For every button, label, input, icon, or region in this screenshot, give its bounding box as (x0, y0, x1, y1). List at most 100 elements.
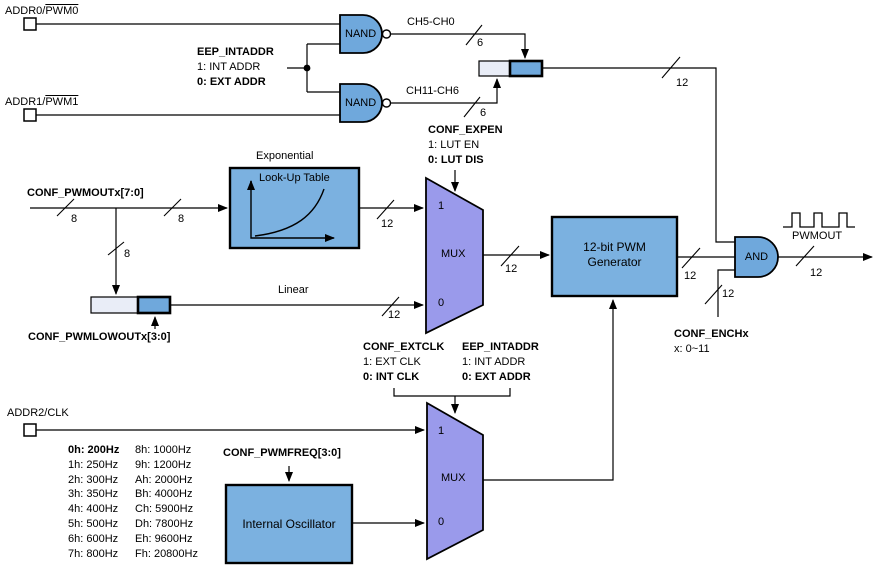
nand-bottom-label: NAND (345, 97, 377, 109)
mux1 (425, 176, 484, 335)
freq-cell: 8h: 1000Hz (135, 444, 192, 456)
freq-row: 4h: 400Hz Ch: 5900Hz (68, 502, 215, 517)
signal-opt1: 1: LUT EN (428, 139, 480, 151)
freq-row: 1h: 250Hz 9h: 1200Hz (68, 458, 215, 473)
freq-cell: 1h: 250Hz (68, 458, 119, 471)
mux2-input1-label: 1 (438, 425, 445, 437)
signal-name: CONF_EXPEN (428, 124, 503, 136)
eep-intaddr-bottom-label: EEP_INTADDR 1: INT ADDR 0: EXT ADDR (462, 340, 539, 385)
bus-slashes (56, 24, 815, 317)
freq-cell: 6h: 600Hz (68, 532, 119, 545)
mux1-input0-label: 0 (438, 297, 445, 309)
freq-cell: Ch: 5900Hz (135, 503, 194, 516)
internal-oscillator-title: Internal Oscillator (242, 517, 336, 531)
and-gate (734, 236, 779, 278)
bus-width-label: 12 (381, 218, 393, 230)
addr-register-light-cell (478, 60, 511, 77)
freq-cell: Dh: 7800Hz (135, 517, 194, 530)
freq-cell: 2h: 300Hz (68, 473, 119, 486)
signal-opt1: 1: EXT CLK (363, 356, 421, 368)
addr2-pin (23, 423, 37, 437)
conf-pwmlowoutx-label: CONF_PWMLOWOUTx[3:0] (28, 331, 171, 343)
internal-oscillator-block (224, 483, 354, 565)
addr1-name: ADDR1/ (5, 96, 46, 108)
conf-enchx-label: CONF_ENCHx x: 0~11 (674, 327, 749, 357)
freq-cell: Fh: 20800Hz (135, 547, 198, 560)
bus-width-label: 8 (71, 213, 77, 225)
nand-gate-bottom (339, 83, 383, 123)
signal-opt1: 1: INT ADDR (462, 356, 526, 368)
bus-width-label: 12 (810, 267, 822, 279)
signal-opt1: 1: INT ADDR (197, 61, 261, 73)
signal-opt0: 0: EXT ADDR (197, 76, 266, 88)
wire-mux2-out (483, 299, 617, 481)
select-bracket (393, 388, 511, 397)
ch5-ch0-label: CH5-CH0 (407, 16, 455, 28)
junction-dot (303, 64, 311, 72)
freq-cell: Ah: 2000Hz (135, 473, 193, 486)
pwm-waveform-icon (783, 212, 855, 228)
signal-name: CONF_ENCHx (674, 328, 749, 340)
conf-extclk-label: CONF_EXTCLK 1: EXT CLK 0: INT CLK (363, 340, 444, 385)
mux2 (426, 401, 484, 561)
addr-register-dark-cell (508, 59, 544, 78)
linear-register-light-cell (90, 296, 139, 314)
bus-width-label: 12 (388, 309, 400, 321)
mux1-title: MUX (441, 248, 466, 260)
linear-register-dark-cell (136, 295, 172, 315)
mux2-title: MUX (441, 472, 466, 484)
wire-ch11-ch6 (391, 78, 501, 104)
pwm-generator-line2: Generator (587, 255, 642, 269)
pwm-generator-title: 12-bit PWM Generator (552, 240, 677, 270)
and-gate-label: AND (744, 251, 769, 263)
lut-title: Look-Up Table (259, 172, 330, 184)
nand-top-label: NAND (345, 28, 377, 40)
bus-width-label: 6 (477, 37, 483, 49)
addr0-overlined: PWM0 (45, 5, 79, 17)
freq-cell: 4h: 400Hz (68, 503, 119, 516)
addr1-pin (23, 108, 37, 122)
conf-pwmoutx-label: CONF_PWMOUTx[7:0] (27, 187, 144, 199)
wires (30, 23, 873, 527)
pwm-generator-line1: 12-bit PWM (583, 240, 646, 254)
freq-row: 5h: 500Hz Dh: 7800Hz (68, 517, 215, 532)
signal-name: CONF_EXTCLK (363, 341, 445, 353)
freq-cell: 5h: 500Hz (68, 517, 119, 530)
wire-ch5-ch0 (391, 33, 529, 59)
signal-opt0: 0: EXT ADDR (462, 371, 531, 383)
mux2-input0-label: 0 (438, 516, 445, 528)
pwmout-label: PWMOUT (792, 230, 843, 242)
addr0-name: ADDR0/ (5, 5, 46, 17)
wire-eep-select (287, 43, 340, 93)
wire-ench (717, 269, 735, 317)
signal-opt0: 0: LUT DIS (428, 154, 484, 166)
bus-width-label: 12 (676, 77, 688, 89)
bus-width-label: 6 (480, 107, 486, 119)
lut-curve-icon (247, 180, 335, 242)
nand-bottom-bubble-icon (381, 98, 392, 108)
addr0-pin (23, 17, 37, 31)
nand-gate-top (339, 14, 383, 54)
freq-cell: 7h: 800Hz (68, 547, 119, 560)
bus-width-label: 8 (124, 248, 130, 260)
bus-width-label: 8 (178, 213, 184, 225)
pwm-generator-block (550, 215, 679, 298)
signal-sub: x: 0~11 (674, 343, 710, 355)
bus-width-label: 12 (722, 288, 734, 300)
signal-name: EEP_INTADDR (197, 46, 274, 58)
freq-cell: 9h: 1200Hz (135, 458, 192, 471)
bus-width-label: 12 (505, 263, 517, 275)
addr0-pin-label: ADDR0/PWM0 (5, 4, 78, 18)
addr1-overlined: PWM1 (45, 96, 79, 108)
addr1-pin-label: ADDR1/PWM1 (5, 95, 78, 109)
signal-opt0: 0: INT CLK (363, 371, 420, 383)
signal-name: EEP_INTADDR (462, 341, 539, 353)
freq-row: 7h: 800Hz Fh: 20800Hz (68, 547, 215, 562)
freq-cell: Bh: 4000Hz (135, 488, 193, 501)
